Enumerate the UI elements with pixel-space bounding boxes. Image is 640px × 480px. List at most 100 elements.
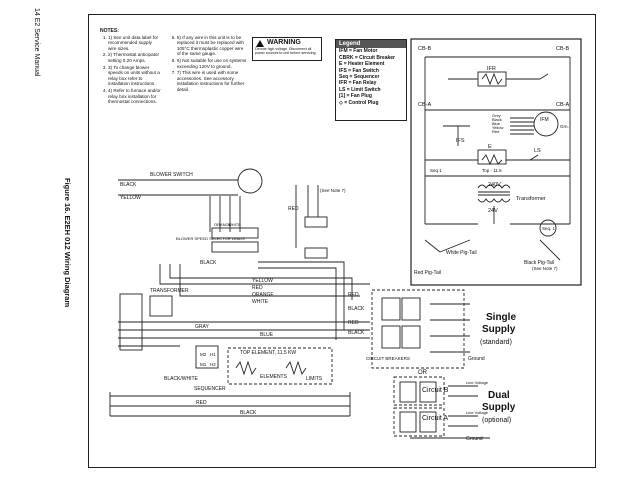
circuit-breaker[interactable] bbox=[381, 325, 401, 349]
heater-element bbox=[477, 149, 507, 165]
legend-item: [1] = Fan Plug bbox=[339, 93, 372, 100]
note-item: 6) Not suitable for use on systems excee… bbox=[177, 58, 248, 69]
line-voltage-label: Line Voltage bbox=[466, 380, 489, 385]
wire-label-blue: BLUE bbox=[260, 332, 274, 338]
legend-item-text: = Fan Plug bbox=[346, 93, 372, 100]
ifm-label: IFM bbox=[540, 117, 549, 123]
top-element-label: TOP ELEMENT, 11.5 KW bbox=[240, 350, 296, 356]
circuit-breaker[interactable] bbox=[419, 381, 437, 403]
supply-label: Supply bbox=[482, 324, 516, 335]
wire-color-label: Grey bbox=[492, 113, 501, 118]
top-element-box bbox=[227, 347, 333, 385]
blower-switch-symbol bbox=[237, 168, 263, 194]
black-pigtail-label: Black Pig-Tail bbox=[524, 260, 554, 266]
legend-title: Legend bbox=[336, 40, 406, 49]
optional-label: (optional) bbox=[482, 417, 511, 424]
wire-color-label: Blue bbox=[492, 121, 501, 126]
circuit-breaker[interactable] bbox=[399, 381, 417, 403]
schematic-panel bbox=[410, 38, 582, 286]
note-item: 3) To change blower speeds on units with… bbox=[108, 65, 161, 87]
connector-plug bbox=[304, 247, 328, 259]
sequencer-label: SEQUENCER bbox=[194, 386, 226, 392]
top-label: Top - 11.5 bbox=[482, 168, 502, 173]
transformer-label: Transformer bbox=[516, 196, 546, 202]
wire-color-label: Red bbox=[492, 129, 499, 134]
wire-color-label: Yellow bbox=[492, 125, 504, 130]
circuit-breaker[interactable] bbox=[401, 297, 421, 321]
wire-label-black-white: BLACK/WHITE bbox=[164, 376, 199, 382]
wire-label-orange: ORANGE bbox=[214, 222, 232, 227]
wire-label-red: RED bbox=[252, 285, 263, 291]
single-label: Single bbox=[486, 312, 516, 323]
transformer-primary bbox=[477, 184, 511, 189]
circuit-breakers-label: CIRCUIT BREAKERS bbox=[366, 356, 410, 361]
legend-item: ◇ = Control Plug bbox=[339, 99, 379, 106]
terminal-h2-label: H2 bbox=[210, 362, 216, 367]
note-item: 5) If any wire in this unit is to be rep… bbox=[177, 35, 248, 57]
sequencer-symbol bbox=[539, 219, 557, 237]
ifs-label: IFS bbox=[456, 138, 465, 144]
limits-label: LIMITS bbox=[306, 376, 323, 382]
circuit-breaker[interactable] bbox=[419, 411, 437, 433]
notes-block: NOTES: 1) See unit data label for recomm… bbox=[100, 28, 248, 106]
cb-b-label: CB-B bbox=[556, 46, 569, 52]
sequencer-box bbox=[195, 345, 219, 369]
line-voltage-label: Line Voltage bbox=[466, 410, 489, 415]
connector-plug bbox=[211, 241, 259, 253]
wire-label-black: BLACK bbox=[348, 306, 365, 312]
cb-b-label: CB-B bbox=[418, 46, 431, 52]
diagram-frame bbox=[88, 14, 596, 468]
transformer-label: TRANSFORMER bbox=[150, 288, 189, 294]
warning-title: WARNING bbox=[267, 39, 301, 46]
warning-text: Denote high voltage. Disconnect all powe… bbox=[255, 47, 317, 55]
circuit-breaker[interactable] bbox=[401, 325, 421, 349]
element-label: E bbox=[488, 144, 492, 150]
note-ref-label: (See Note 7) bbox=[320, 188, 346, 193]
standard-label: (standard) bbox=[480, 339, 512, 346]
circuit-breaker[interactable] bbox=[399, 411, 417, 433]
legend-item: IFM = Fan Motor bbox=[339, 48, 378, 55]
legend-item: IFR = Fan Relay bbox=[339, 80, 377, 87]
wire-color-label: Black bbox=[492, 117, 502, 122]
legend-item-text: = Control Plug bbox=[344, 99, 379, 106]
wire-label-black: BLACK bbox=[200, 260, 217, 266]
white-pigtail-label: White Pig-Tail bbox=[446, 250, 477, 256]
voltage-240-label: 240V bbox=[488, 182, 501, 188]
terminal-m1-label: M1 bbox=[200, 362, 207, 367]
wire-label-red: RED bbox=[348, 292, 359, 298]
note-item: 4) Refer to furnace and/or relay box ins… bbox=[108, 88, 161, 105]
terminal-h1-label: H1 bbox=[210, 352, 216, 357]
supply-label: Supply bbox=[482, 402, 516, 413]
ground-label: Ground bbox=[466, 436, 483, 442]
blower-switch-label: BLOWER SWITCH bbox=[150, 172, 193, 178]
limit-switch-label: LS bbox=[534, 148, 541, 154]
red-pigtail-label: Red Pig-Tail bbox=[414, 270, 441, 276]
wire-label-black: BLACK bbox=[348, 330, 365, 336]
ifr-label: IFR bbox=[487, 66, 496, 72]
warning-icon bbox=[256, 40, 264, 47]
fan-motor-symbol bbox=[533, 111, 559, 137]
wire-label-yellow: YELLOW bbox=[252, 278, 273, 284]
transformer-secondary bbox=[477, 198, 511, 203]
legend-box: Legend IFM = Fan Motor CBRK = Circuit Br… bbox=[335, 39, 407, 121]
circuit-b-box bbox=[393, 376, 445, 406]
note-ref-label: (See Note 7) bbox=[532, 266, 558, 271]
cb-a-label: CB-A bbox=[418, 102, 431, 108]
wire-label-red: RED bbox=[196, 400, 207, 406]
connector-plug bbox=[211, 227, 259, 239]
terminal-m2-label: M2 bbox=[200, 352, 207, 357]
connector-plug bbox=[304, 216, 328, 228]
warning-box: WARNING Denote high voltage. Disconnect … bbox=[252, 37, 322, 61]
wire-label-gray: GRAY bbox=[195, 324, 209, 330]
transformer-coil bbox=[149, 295, 173, 317]
ground-wire-label: Grn. bbox=[560, 124, 569, 129]
legend-item: Seq = Sequencer bbox=[339, 74, 380, 81]
circuit-breaker[interactable] bbox=[381, 297, 401, 321]
circuit-a-box bbox=[393, 407, 445, 437]
note-item: 1) See unit data label for recommended s… bbox=[108, 35, 161, 52]
legend-item: CBRK = Circuit Breaker bbox=[339, 54, 395, 61]
wire-label-black: BLACK bbox=[240, 410, 257, 416]
legend-item: IFS = Fan Switch bbox=[339, 67, 379, 74]
seq1-label: Seq 1 bbox=[430, 168, 442, 173]
